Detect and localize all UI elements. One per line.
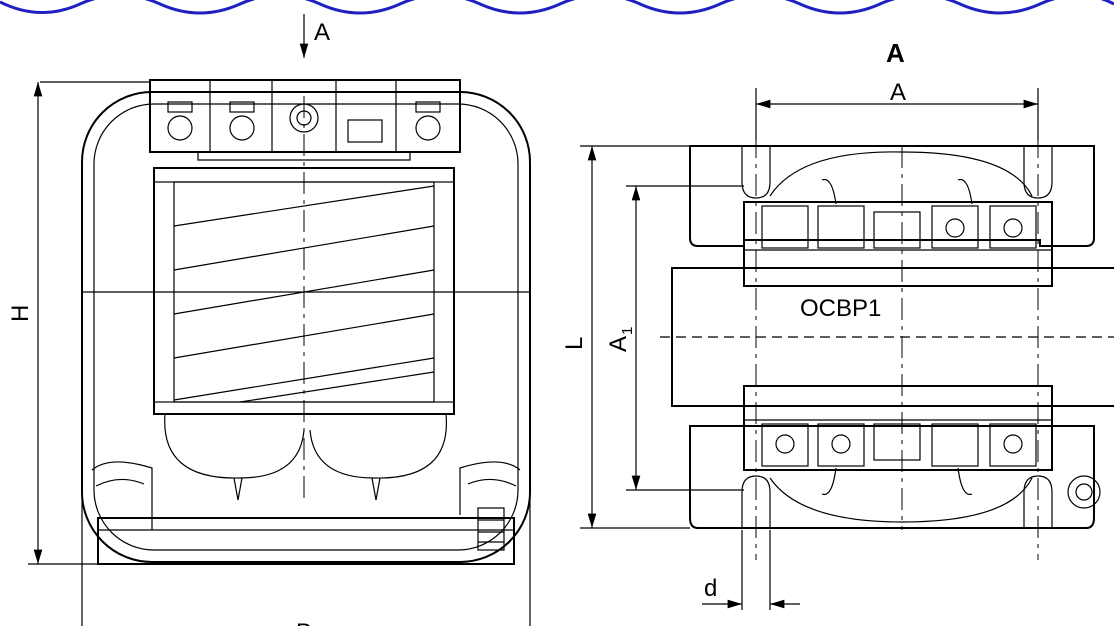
dimension-a1 bbox=[626, 185, 744, 491]
dimension-a1-label: A 1 bbox=[605, 327, 636, 352]
view-arrow-label: A bbox=[314, 19, 330, 46]
dimension-b bbox=[81, 440, 531, 626]
view-title: A bbox=[886, 38, 905, 68]
dimension-a-label: A bbox=[890, 79, 906, 106]
front-view bbox=[81, 79, 531, 565]
top-banner-decoration bbox=[0, 0, 1114, 15]
dimension-d bbox=[702, 530, 800, 610]
dimension-a1-sub: 1 bbox=[619, 327, 636, 335]
dimension-b-label: B bbox=[296, 619, 312, 626]
top-view bbox=[660, 136, 1114, 560]
dimension-a1-main: A bbox=[605, 336, 632, 352]
dimension-l-label: L bbox=[561, 337, 588, 350]
dimension-h-label: H bbox=[7, 305, 34, 322]
model-label: ОСВР1 bbox=[800, 295, 881, 322]
dimension-l bbox=[580, 145, 690, 529]
dimension-h bbox=[28, 81, 150, 565]
dimension-d-label: d bbox=[704, 575, 717, 602]
dimension-a bbox=[755, 88, 1039, 140]
